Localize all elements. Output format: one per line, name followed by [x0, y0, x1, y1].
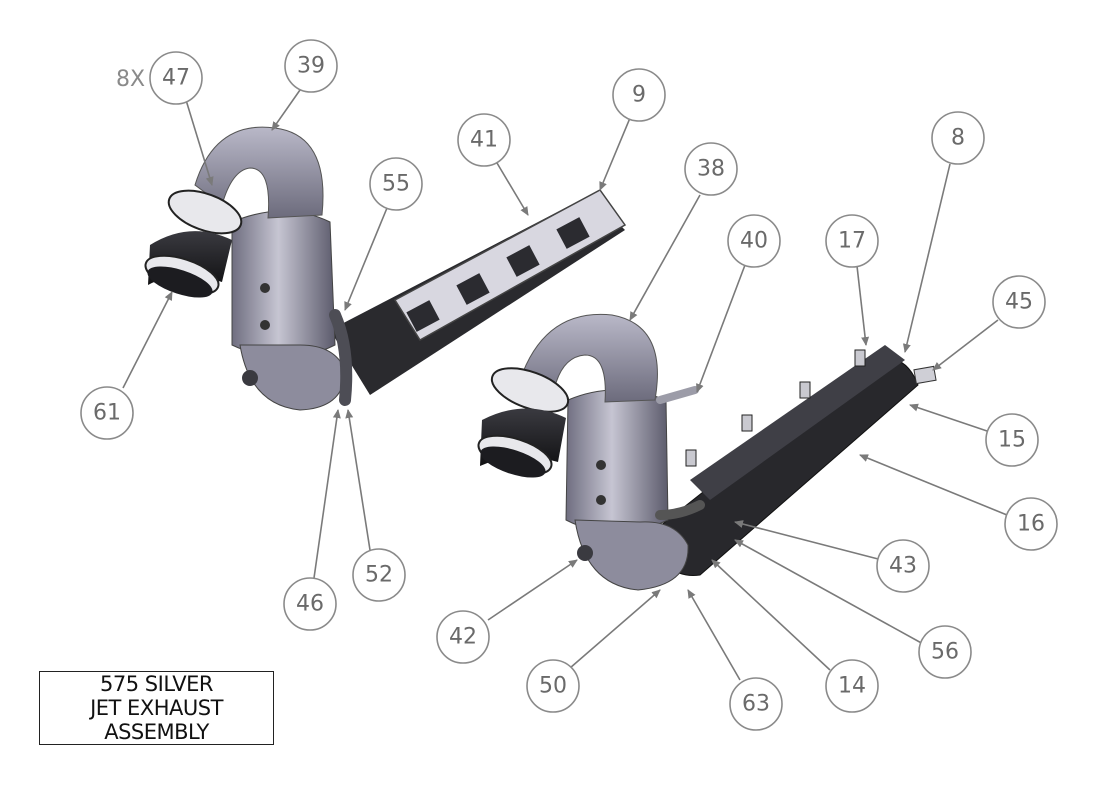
- title-line-3: ASSEMBLY: [104, 720, 209, 744]
- balloon-label-42: 42: [449, 625, 477, 650]
- balloon-label-9: 9: [632, 83, 646, 108]
- balloon-38: 38: [684, 142, 738, 196]
- title-line-2: JET EXHAUST: [90, 696, 223, 720]
- right-converter-body: [565, 389, 669, 533]
- balloon-label-40: 40: [740, 229, 768, 254]
- right-lower-elbow: [574, 519, 689, 591]
- balloon-41: 41: [457, 113, 511, 167]
- balloon-47: 47: [149, 51, 203, 105]
- right-bend-pipe: [519, 313, 658, 403]
- balloon-label-15: 15: [998, 428, 1026, 453]
- balloon-45: 45: [992, 275, 1046, 329]
- balloon-label-63: 63: [742, 692, 770, 717]
- balloon-40: 40: [727, 214, 781, 268]
- balloon-label-61: 61: [93, 401, 121, 426]
- balloon-label-50: 50: [539, 674, 567, 699]
- balloon-label-56: 56: [931, 640, 959, 665]
- balloon-label-39: 39: [297, 54, 325, 79]
- quantity-note: 8X: [116, 67, 145, 92]
- balloon-label-8: 8: [951, 126, 965, 151]
- balloon-label-14: 14: [838, 674, 866, 699]
- balloon-label-41: 41: [470, 128, 498, 153]
- balloon-label-45: 45: [1005, 290, 1033, 315]
- balloon-label-55: 55: [382, 172, 410, 197]
- balloon-9: 9: [612, 68, 666, 122]
- balloon-52: 52: [352, 548, 406, 602]
- title-block: 575 SILVER JET EXHAUST ASSEMBLY: [39, 671, 274, 745]
- balloon-label-43: 43: [889, 554, 917, 579]
- balloon-43: 43: [876, 539, 930, 593]
- balloon-61: 61: [80, 386, 134, 440]
- balloon-label-38: 38: [697, 157, 725, 182]
- balloon-39: 39: [284, 39, 338, 93]
- balloon-17: 17: [825, 214, 879, 268]
- balloon-55: 55: [369, 157, 423, 211]
- right-exhaust-assembly: [477, 313, 937, 591]
- balloon-15: 15: [985, 413, 1039, 467]
- balloon-label-16: 16: [1017, 512, 1045, 537]
- balloon-label-47: 47: [162, 66, 190, 91]
- left-bend-pipe: [194, 126, 324, 219]
- balloon-42: 42: [436, 610, 490, 664]
- balloon-46: 46: [283, 577, 337, 631]
- left-exhaust-assembly: [144, 126, 627, 411]
- left-small-hose: [329, 309, 353, 406]
- balloon-label-46: 46: [296, 592, 324, 617]
- leader-lines: [122, 89, 1008, 681]
- right-coupler-hose: [477, 367, 570, 478]
- balloon-callouts: 47 39 9 41 38 55 8 40 17 45 61: [80, 39, 1058, 731]
- balloon-8: 8: [931, 111, 985, 165]
- title-line-1: 575 SILVER: [100, 672, 213, 696]
- left-coupler-hose: [144, 189, 243, 298]
- balloon-label-52: 52: [365, 563, 393, 588]
- balloon-56: 56: [918, 625, 972, 679]
- left-lower-elbow: [239, 344, 346, 411]
- left-manifold-ports: [406, 217, 590, 332]
- balloon-14: 14: [825, 659, 879, 713]
- balloon-label-17: 17: [838, 229, 866, 254]
- left-converter-body: [231, 210, 336, 358]
- balloon-16: 16: [1004, 497, 1058, 551]
- balloon-63: 63: [729, 677, 783, 731]
- right-manifold-brackets: [685, 349, 866, 467]
- balloon-50: 50: [526, 659, 580, 713]
